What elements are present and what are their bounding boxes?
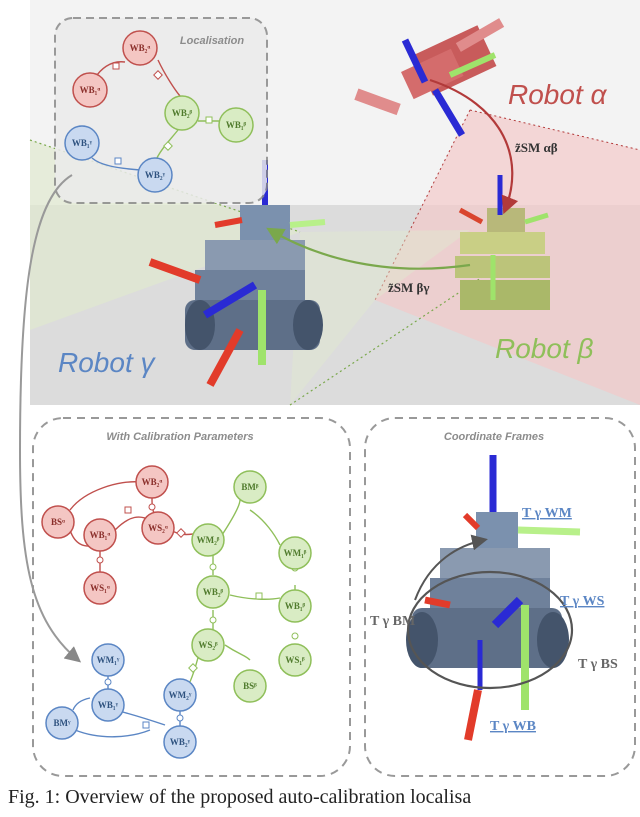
svg-text:WB₂ᵝ: WB₂ᵝ bbox=[203, 587, 224, 597]
svg-text:WB₂ᵞ: WB₂ᵞ bbox=[170, 737, 191, 747]
cal-node-bsa: BSᵅ bbox=[41, 505, 75, 539]
cal-node-wb2g: WB₂ᵞ bbox=[163, 725, 197, 759]
frames-title: Coordinate Frames bbox=[444, 431, 544, 443]
calibration-title: With Calibration Parameters bbox=[106, 431, 253, 443]
cal-node-bmb: BMᵝ bbox=[233, 470, 267, 504]
figure-caption: Fig. 1: Overview of the proposed auto-ca… bbox=[8, 786, 472, 808]
cal-node-wm2b: WM₂ᵝ bbox=[191, 523, 225, 557]
svg-text:WS₁ᵝ: WS₁ᵝ bbox=[285, 655, 305, 665]
svg-text:WB₂ᵞ: WB₂ᵞ bbox=[145, 170, 166, 180]
robot-alpha-label: Robot α bbox=[508, 79, 607, 110]
cal-node-bmg: BMᵞ bbox=[45, 706, 79, 740]
cal-node-ws2a: WS₂ᵅ bbox=[141, 511, 175, 545]
svg-text:BMᵞ: BMᵞ bbox=[53, 718, 70, 728]
svg-text:WB₁ᵅ: WB₁ᵅ bbox=[90, 530, 111, 540]
localisation-title: Localisation bbox=[180, 35, 244, 47]
robot-beta-model bbox=[455, 175, 550, 310]
svg-text:WB₁ᵅ: WB₁ᵅ bbox=[80, 85, 101, 95]
loc-node-wb2g: WB₂ᵞ bbox=[137, 157, 173, 193]
cal-node-wb1b: WB₁ᵝ bbox=[278, 589, 312, 623]
svg-text:WB₁ᵝ: WB₁ᵝ bbox=[285, 601, 306, 611]
svg-text:WM₁ᵞ: WM₁ᵞ bbox=[97, 655, 120, 665]
connector-arrow bbox=[18, 174, 82, 663]
cal-node-ws2b: WS₂ᵝ bbox=[191, 628, 225, 662]
svg-text:WS₂ᵅ: WS₂ᵅ bbox=[148, 523, 168, 533]
cal-node-wm1b: WM₁ᵝ bbox=[278, 536, 312, 570]
svg-text:BSᵝ: BSᵝ bbox=[243, 681, 257, 691]
loc-node-wb1g: WB₁ᵞ bbox=[64, 125, 100, 161]
measurement-arrow-beta-gamma bbox=[266, 227, 471, 270]
cal-node-wm2g: WM₂ᵞ bbox=[163, 678, 197, 712]
loc-node-wb2b: WB₂ᵝ bbox=[164, 95, 200, 131]
measurement-beta-gamma-label: z̃SM βγ bbox=[388, 280, 429, 295]
frame-bs-label: T γ BS bbox=[578, 657, 618, 672]
svg-text:WB₂ᵝ: WB₂ᵝ bbox=[172, 108, 193, 118]
loc-node-wb1b: WB₁ᵝ bbox=[218, 107, 254, 143]
robot-gamma-frames-model bbox=[406, 455, 581, 741]
measurement-arrow-alpha-beta bbox=[429, 78, 519, 215]
svg-text:BMᵝ: BMᵝ bbox=[241, 482, 258, 492]
frame-wb-label: T γ WB bbox=[490, 719, 536, 734]
cal-node-wm1g: WM₁ᵞ bbox=[91, 643, 125, 677]
cal-node-wb1a: WB₁ᵅ bbox=[83, 518, 117, 552]
loc-node-wb1a: WB₁ᵅ bbox=[72, 72, 108, 108]
cal-node-bsb: BSᵝ bbox=[233, 669, 267, 703]
robot-beta-label: Robot β bbox=[495, 333, 594, 364]
calibration-panel: With Calibration Parameters bbox=[32, 417, 351, 777]
loc-node-wb2a: WB₂ᵅ bbox=[122, 30, 158, 66]
svg-text:WB₁ᵝ: WB₁ᵝ bbox=[226, 120, 247, 130]
svg-text:WM₁ᵝ: WM₁ᵝ bbox=[284, 548, 307, 558]
svg-text:WS₁ᵅ: WS₁ᵅ bbox=[90, 583, 110, 593]
cal-node-ws1a: WS₁ᵅ bbox=[83, 571, 117, 605]
frame-bm-label: T γ BM bbox=[370, 614, 415, 629]
robot-alpha-model bbox=[354, 18, 505, 137]
scene-3d: z̃SM αβ z̃SM βγ Robot α Robot β Robot γ bbox=[29, 0, 640, 406]
localisation-panel: Localisation WB₂ᵅ WB₁ᵅ WB₂ᵝ bbox=[54, 17, 268, 204]
cal-node-wb2b: WB₂ᵝ bbox=[196, 575, 230, 609]
svg-text:WM₂ᵝ: WM₂ᵝ bbox=[197, 535, 220, 545]
robot-gamma-label: Robot γ bbox=[58, 347, 156, 378]
cal-node-wb1g: WB₁ᵞ bbox=[91, 688, 125, 722]
cal-node-ws1b: WS₁ᵝ bbox=[278, 643, 312, 677]
frame-wm-label: T γ WM bbox=[522, 506, 572, 521]
measurement-alpha-beta-label: z̃SM αβ bbox=[515, 140, 558, 155]
svg-text:WB₂ᵅ: WB₂ᵅ bbox=[130, 43, 151, 53]
svg-text:WB₁ᵞ: WB₁ᵞ bbox=[98, 700, 119, 710]
svg-text:WS₂ᵝ: WS₂ᵝ bbox=[198, 640, 218, 650]
cal-node-wb2a: WB₂ᵅ bbox=[135, 465, 169, 499]
svg-text:WM₂ᵞ: WM₂ᵞ bbox=[169, 690, 192, 700]
svg-text:WB₂ᵅ: WB₂ᵅ bbox=[142, 477, 163, 487]
frames-panel: Coordinate Frames T γ WM T γ WS T γ WB T… bbox=[364, 417, 636, 777]
frame-ws-label: T γ WS bbox=[560, 594, 605, 609]
svg-text:BSᵅ: BSᵅ bbox=[51, 517, 65, 527]
svg-text:WB₁ᵞ: WB₁ᵞ bbox=[72, 138, 93, 148]
